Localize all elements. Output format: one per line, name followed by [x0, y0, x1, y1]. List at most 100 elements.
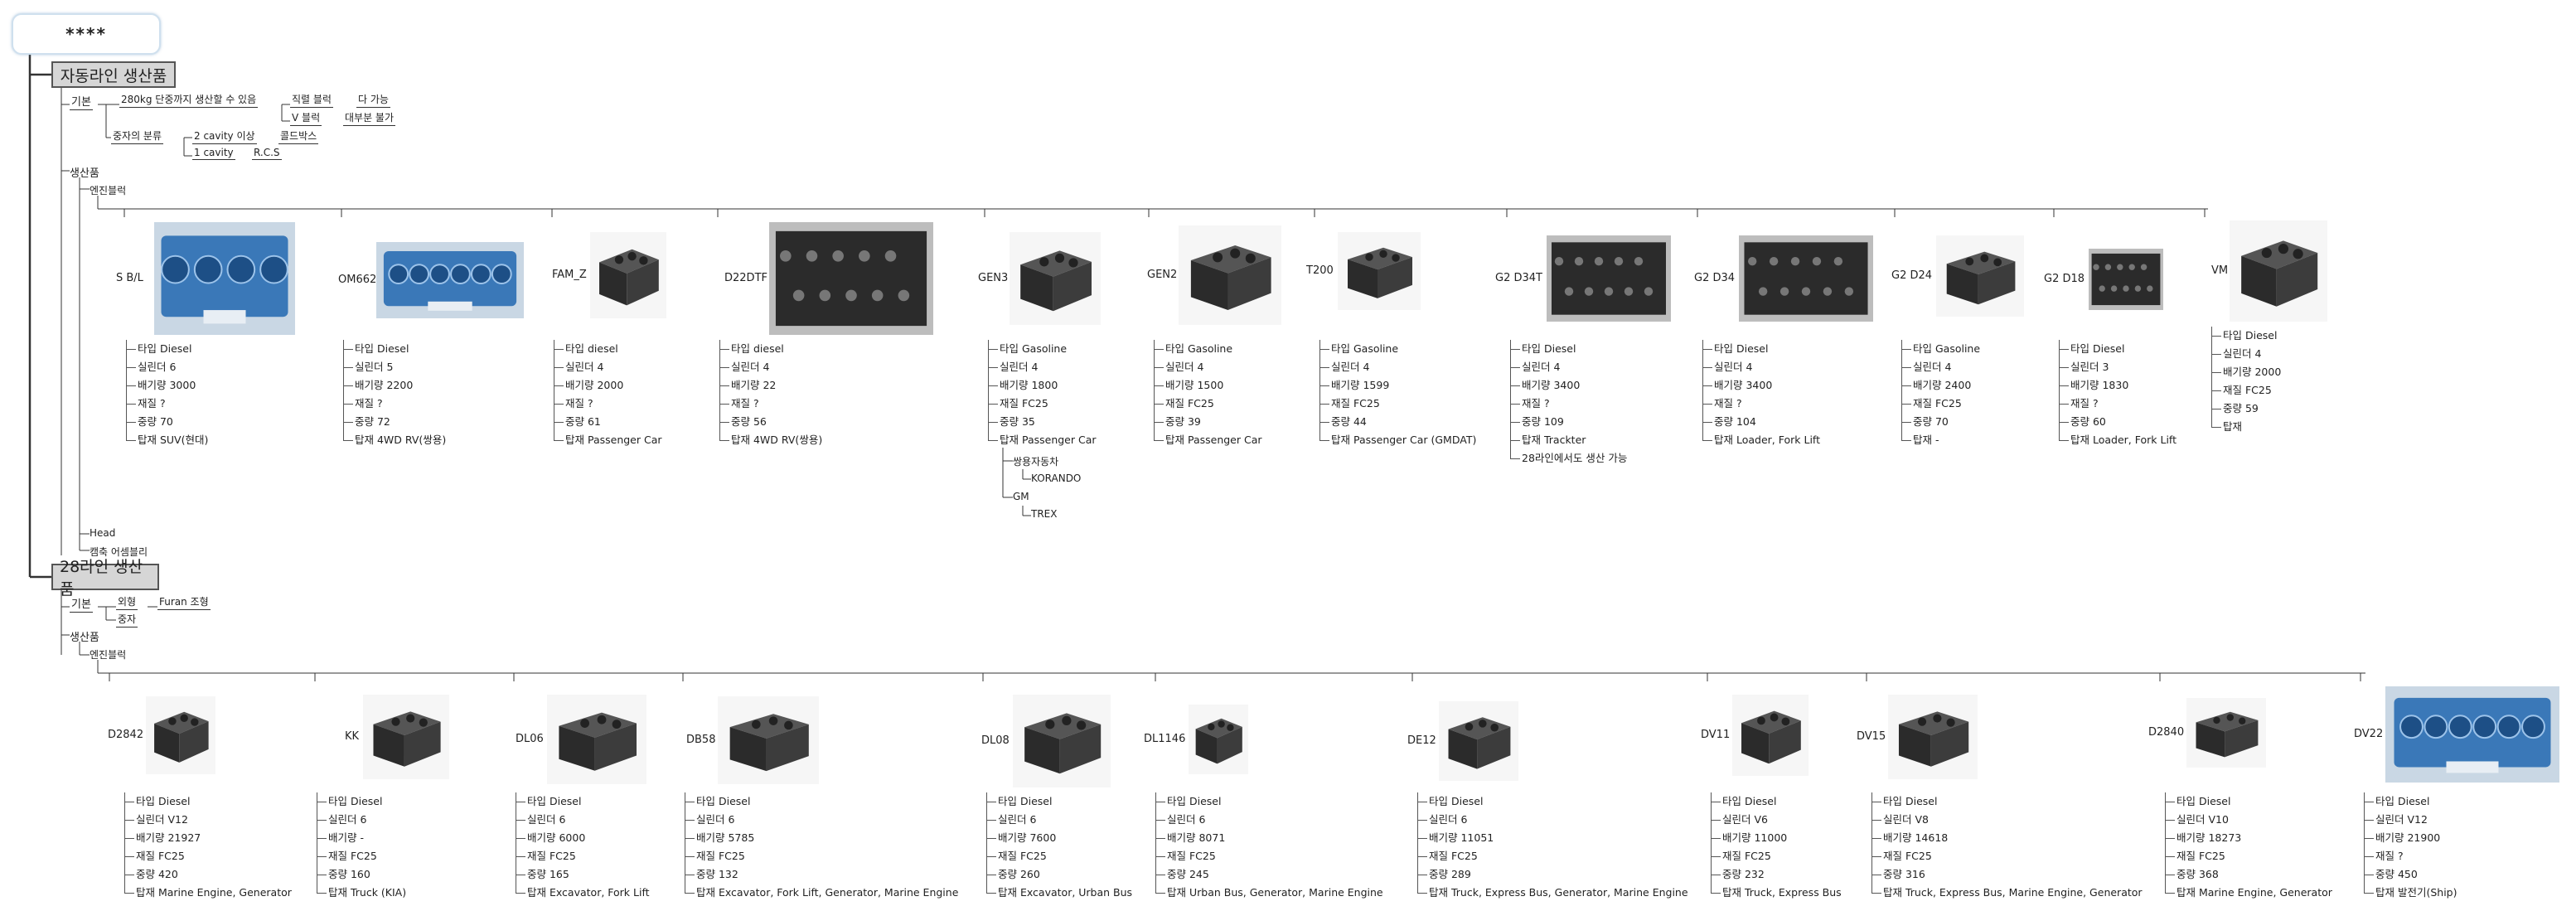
engine-spec-item: 재질 FC25	[1417, 847, 1688, 865]
section2-engine-name: DB58	[686, 734, 716, 746]
engine-spec-item: 실린더 V10	[2165, 811, 2332, 829]
engine-spec-item: 탑재 Passenger Car	[554, 431, 662, 449]
section1-engine-name: G2 D34	[1694, 272, 1736, 284]
engine-spec-item: 실린더 6	[1155, 811, 1383, 829]
engine-spec-item: 중량 420	[124, 865, 292, 884]
engine-spec-item: 실린더 4	[1154, 358, 1262, 376]
engine-spec-item: 탑재 발전기(Ship)	[2364, 884, 2457, 902]
engine-spec-item: 배기량 18273	[2165, 829, 2332, 847]
engine-spec-item: 재질 ?	[1702, 395, 1820, 413]
section1-engine-name: OM662	[338, 274, 377, 286]
s1-cavity1: 1 cavity	[192, 147, 235, 160]
engine-spec-item: 배기량 1800	[988, 376, 1097, 395]
engine-spec-item: 배기량 3400	[1509, 376, 1627, 395]
engine-spec-item: 배기량 22	[719, 376, 822, 395]
engine-block-photo	[1739, 235, 1873, 322]
engine-spec-item: 실린더 V6	[1711, 811, 1842, 829]
engine-block-photo	[2089, 249, 2163, 310]
engine-spec-item: 탑재 Truck, Express Bus, Marine Engine, Ge…	[1871, 884, 2143, 902]
engine-spec-item: 중량 60	[2059, 413, 2177, 431]
engine-spec-item: 실린더 V8	[1871, 811, 2143, 829]
s1-engine-block-label: 엔진블럭	[90, 185, 127, 196]
engine-spec-item: 재질 FC25	[2210, 381, 2281, 400]
section2-engine-name: DL1146	[1144, 733, 1186, 745]
engine-spec-item: 중량 70	[125, 413, 208, 431]
engine-spec-item: 타입 Diesel	[1711, 792, 1842, 811]
engine-spec-item: 실린더 4	[2210, 345, 2281, 363]
s2-engine-block-label: 엔진블럭	[90, 649, 127, 661]
engine-block-photo	[2385, 686, 2559, 783]
engine-spec-item: 중량 56	[719, 413, 822, 431]
engine-spec-item: 타입 diesel	[719, 340, 822, 358]
engine-spec-item: 타입 Diesel	[124, 792, 292, 811]
engine-spec-item: 배기량 7600	[985, 829, 1132, 847]
engine-spec-item: 재질 FC25	[516, 847, 650, 865]
engine-spec-item: 타입 Diesel	[684, 792, 958, 811]
engine-spec-item: 재질 ?	[342, 395, 446, 413]
engine-spec-item: 타입 Diesel	[1871, 792, 2143, 811]
engine-spec-item: 재질 FC25	[1155, 847, 1383, 865]
engine-spec-item: 탑재 Truck, Express Bus, Generator, Marine…	[1417, 884, 1688, 902]
engine-spec-item: 배기량 5785	[684, 829, 958, 847]
engine-spec-item: 타입 Diesel	[342, 340, 446, 358]
root-label: ****	[65, 24, 107, 44]
engine-spec-item: 재질 FC25	[1319, 395, 1476, 413]
engine-spec-item: 실린더 6	[125, 358, 208, 376]
engine-spec-item: 중량 39	[1154, 413, 1262, 431]
engine-spec-item: 실린더 V12	[2364, 811, 2457, 829]
engine-spec-item: 배기량 2000	[2210, 363, 2281, 381]
section2-engine-name: D2840	[2148, 726, 2185, 739]
engine-spec-item: 중량 59	[2210, 400, 2281, 418]
engine-spec-item: 탑재 Loader, Fork Lift	[1702, 431, 1820, 449]
engine-spec-item: 중량 104	[1702, 413, 1820, 431]
s2-outer-value: Furan 조형	[157, 594, 211, 610]
engine-spec-item: 타입 Diesel	[1509, 340, 1627, 358]
engine-block-photo	[1013, 695, 1111, 787]
section-auto-line[interactable]: 자동라인 생산품	[51, 61, 176, 88]
engine-spec-item: 실린더 4	[1901, 358, 1980, 376]
engine-spec-item: 탑재 Marine Engine, Generator	[2165, 884, 2332, 902]
engine-spec-item: 타입 Diesel	[2364, 792, 2457, 811]
engine-spec-item: 타입 Diesel	[2165, 792, 2332, 811]
engine-block-photo	[769, 222, 933, 335]
engine-spec-item: 타입 Diesel	[1155, 792, 1383, 811]
engine-spec-item: 재질 FC25	[1871, 847, 2143, 865]
root-node[interactable]: ****	[12, 13, 161, 55]
section2-engine-name: DV15	[1857, 730, 1886, 743]
section1-engine-name: S B/L	[116, 272, 143, 284]
engine-spec-item: 재질 ?	[554, 395, 662, 413]
engine-block-photo	[1338, 232, 1421, 310]
engine-spec-item: 배기량 11000	[1711, 829, 1842, 847]
engine-spec-item: 재질 FC25	[684, 847, 958, 865]
engine-block-photo	[376, 242, 524, 318]
engine-spec-item: 배기량 3400	[1702, 376, 1820, 395]
s1-crank-label: 캠축 어셈블리	[90, 546, 148, 558]
engine-spec-item: 실린더 3	[2059, 358, 2177, 376]
section2-engine-name: KK	[345, 730, 360, 743]
engine-spec-item: 중량 450	[2364, 865, 2457, 884]
section2-engine-name: DV11	[1701, 729, 1731, 741]
engine-spec-item: 타입 Diesel	[1702, 340, 1820, 358]
section-28-line[interactable]: 28라인 생산품	[51, 558, 159, 598]
s2-products-label: 생산품	[70, 632, 99, 644]
engine-spec-item: 중량 289	[1417, 865, 1688, 884]
engine-spec-item: 실린더 4	[719, 358, 822, 376]
engine-block-photo	[363, 695, 449, 779]
engine-block-photo	[2230, 220, 2327, 322]
engine-spec-item: 배기량 1599	[1319, 376, 1476, 395]
gen3-ssangyong: 쌍용자동차	[1013, 456, 1059, 468]
section2-engine-name: DL08	[981, 734, 1010, 747]
engine-spec-item: 탑재 Marine Engine, Generator	[124, 884, 292, 902]
section1-engine-name: GEN3	[978, 272, 1009, 284]
engine-spec-item: 중량 61	[554, 413, 662, 431]
